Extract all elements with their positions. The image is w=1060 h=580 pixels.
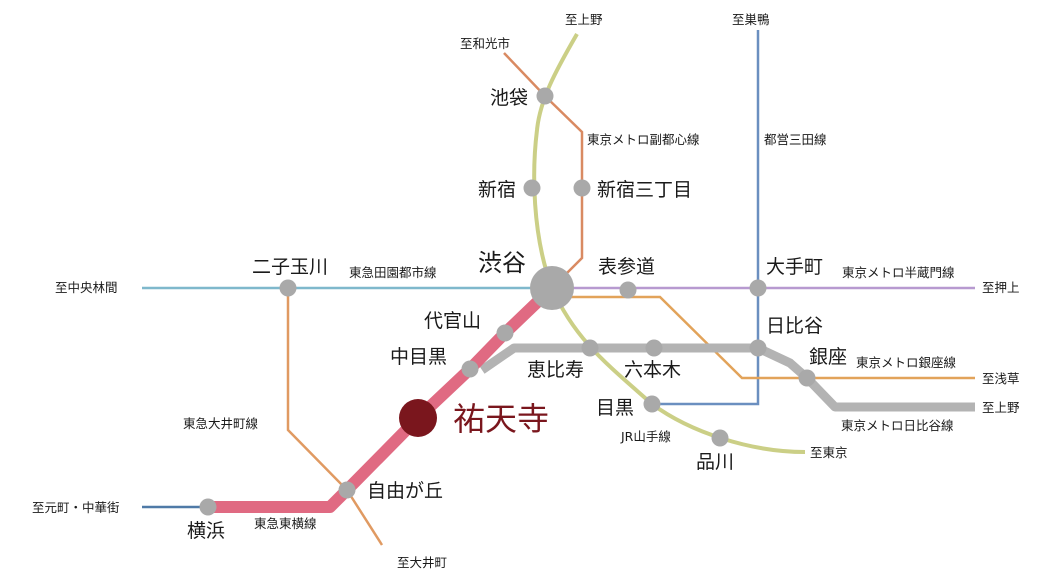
toyoko-line bbox=[208, 283, 557, 513]
station-dot-jiyugaoka[interactable] bbox=[338, 481, 356, 499]
yamanote-line bbox=[532, 32, 806, 454]
terminal-label-motomachi: 至元町・中華街 bbox=[32, 500, 120, 515]
station-dot-futakotamagawa[interactable] bbox=[279, 279, 297, 297]
station-dot-meguro[interactable] bbox=[643, 395, 661, 413]
line-label-yamanote: JR山手線 bbox=[620, 429, 671, 444]
station-label-shinjuku: 新宿 bbox=[478, 179, 516, 201]
station-dot-roppongi[interactable] bbox=[645, 339, 663, 357]
station-label-ikebukuro: 池袋 bbox=[490, 87, 528, 109]
terminal-label-wakoshi: 至和光市 bbox=[460, 36, 510, 51]
station-dot-ginza[interactable] bbox=[798, 369, 816, 387]
station-label-nakameguro: 中目黒 bbox=[390, 346, 447, 368]
station-dot-shinjuku-sanchome[interactable] bbox=[573, 179, 591, 197]
station-label-yokohama: 横浜 bbox=[187, 520, 225, 542]
line-label-fukutoshin: 東京メトロ副都心線 bbox=[587, 132, 700, 147]
station-dot-yutenji[interactable] bbox=[399, 399, 437, 437]
station-label-futakotamagawa: 二子玉川 bbox=[252, 256, 328, 278]
terminal-label-chuorinkan: 至中央林間 bbox=[55, 280, 118, 295]
station-label-shinagawa: 品川 bbox=[696, 451, 734, 473]
line-label-toyoko: 東急東横線 bbox=[254, 516, 317, 531]
line-label-hibiya: 東京メトロ日比谷線 bbox=[841, 418, 954, 433]
station-label-shinjuku-sanchome: 新宿三丁目 bbox=[597, 179, 692, 201]
station-label-meguro: 目黒 bbox=[596, 397, 634, 419]
station-label-ginza: 銀座 bbox=[809, 346, 847, 368]
station-dot-ikebukuro[interactable] bbox=[536, 87, 554, 105]
station-dot-nakameguro[interactable] bbox=[461, 360, 479, 378]
station-dot-ebisu[interactable] bbox=[581, 339, 599, 357]
mita-line bbox=[652, 30, 760, 406]
terminal-label-sugamo: 至巣鴨 bbox=[732, 12, 770, 27]
station-dot-otemachi[interactable] bbox=[749, 279, 767, 297]
terminal-label-oimachi: 至大井町 bbox=[397, 555, 447, 570]
hibiya-line bbox=[479, 343, 975, 412]
station-dot-yokohama[interactable] bbox=[199, 498, 217, 516]
terminal-label-oshiage: 至押上 bbox=[982, 280, 1020, 295]
station-label-hibiya: 日比谷 bbox=[766, 315, 823, 337]
station-label-daikanyama: 代官山 bbox=[424, 310, 481, 332]
station-dot-hibiya[interactable] bbox=[749, 339, 767, 357]
line-label-mita: 都営三田線 bbox=[764, 132, 827, 147]
station-label-roppongi: 六本木 bbox=[624, 359, 681, 381]
station-label-omotesando: 表参道 bbox=[598, 256, 655, 278]
station-label-shibuya: 渋谷 bbox=[478, 249, 526, 277]
line-label-oimachi: 東急大井町線 bbox=[183, 416, 259, 431]
terminal-label-ueno-top: 至上野 bbox=[565, 12, 603, 27]
station-dot-shinjuku[interactable] bbox=[523, 179, 541, 197]
station-label-jiyugaoka: 自由が丘 bbox=[367, 480, 443, 502]
station-dot-shibuya[interactable] bbox=[530, 266, 574, 310]
line-label-hanzomon: 東京メトロ半蔵門線 bbox=[842, 265, 955, 280]
station-label-otemachi: 大手町 bbox=[766, 256, 823, 278]
station-label-ebisu: 恵比寿 bbox=[527, 359, 584, 381]
terminal-label-asakusa: 至浅草 bbox=[982, 371, 1020, 386]
station-label-yutenji: 祐天寺 bbox=[453, 400, 549, 438]
station-dot-daikanyama[interactable] bbox=[496, 324, 514, 342]
oimachi-line bbox=[286, 286, 384, 546]
station-dot-omotesando[interactable] bbox=[619, 281, 637, 299]
terminal-label-ueno-right: 至上野 bbox=[982, 400, 1020, 415]
fukutoshin-line bbox=[503, 52, 584, 289]
line-label-ginza: 東京メトロ銀座線 bbox=[856, 355, 957, 370]
terminal-label-tokyo: 至東京 bbox=[810, 445, 848, 460]
line-label-denentoshi: 東急田園都市線 bbox=[349, 265, 437, 280]
station-dot-shinagawa[interactable] bbox=[711, 429, 729, 447]
